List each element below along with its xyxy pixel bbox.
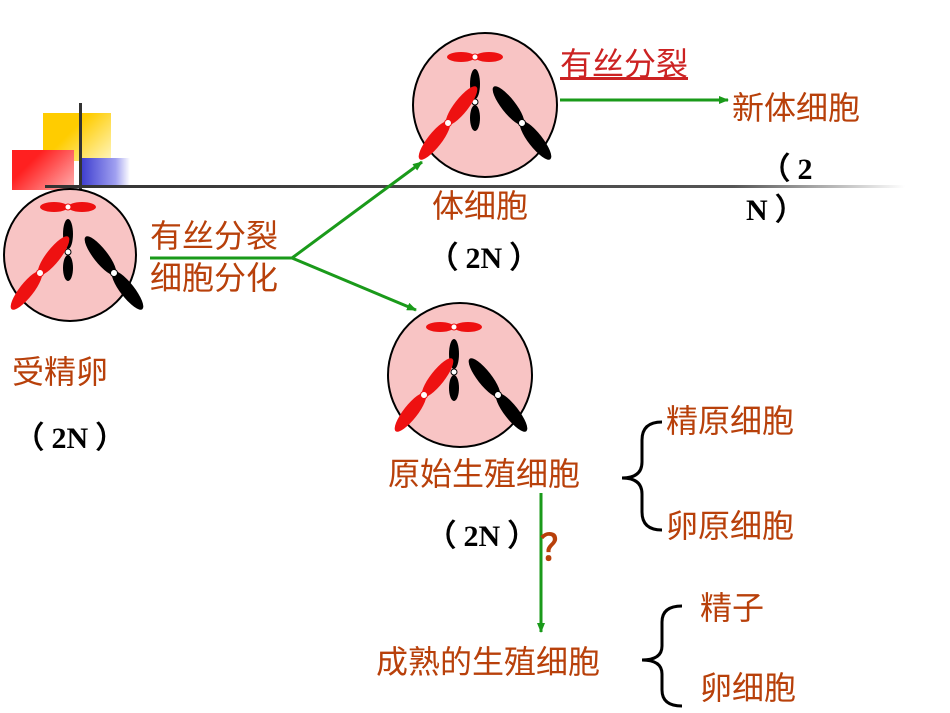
process-differentiation-label: 细胞分化 <box>150 259 279 297</box>
arrow-to-primordial-cell <box>291 256 417 312</box>
deco-horizontal-rule <box>45 185 905 188</box>
sperm-label: 精子 <box>700 589 765 627</box>
deco-blue-square <box>82 158 130 188</box>
mature-germ-cell-label: 成熟的生殖细胞 <box>376 643 601 681</box>
brace-primordial-icon <box>621 420 663 532</box>
process-mitosis-label-2: 有丝分裂 <box>560 45 689 83</box>
zygote-ploidy: （ 2N ） <box>14 422 126 455</box>
new-somatic-cell-label: 新体细胞 <box>732 89 861 127</box>
somatic-cell-label: 体细胞 <box>432 187 529 225</box>
primordial-ploidy: （ 2N ） <box>426 520 538 553</box>
new-somatic-ploidy-line2: N ） <box>746 194 806 227</box>
deco-vertical-rule <box>79 103 82 193</box>
arrow-to-somatic-cell <box>291 160 423 260</box>
process-mitosis-label: 有丝分裂 <box>150 217 279 255</box>
question-mark: ？ <box>540 528 577 568</box>
spermatogonium-label: 精原细胞 <box>666 402 795 440</box>
primordial-germ-cell-label: 原始生殖细胞 <box>388 455 581 493</box>
brace-mature-icon <box>641 604 683 708</box>
deco-red-square <box>12 150 74 190</box>
oogonium-label: 卵原细胞 <box>666 507 795 545</box>
egg-cell-label: 卵细胞 <box>700 669 797 707</box>
somatic-ploidy: （ 2N ） <box>428 242 540 275</box>
new-somatic-ploidy-line1: （ 2 <box>760 153 813 186</box>
zygote-label: 受精卵 <box>12 353 109 391</box>
